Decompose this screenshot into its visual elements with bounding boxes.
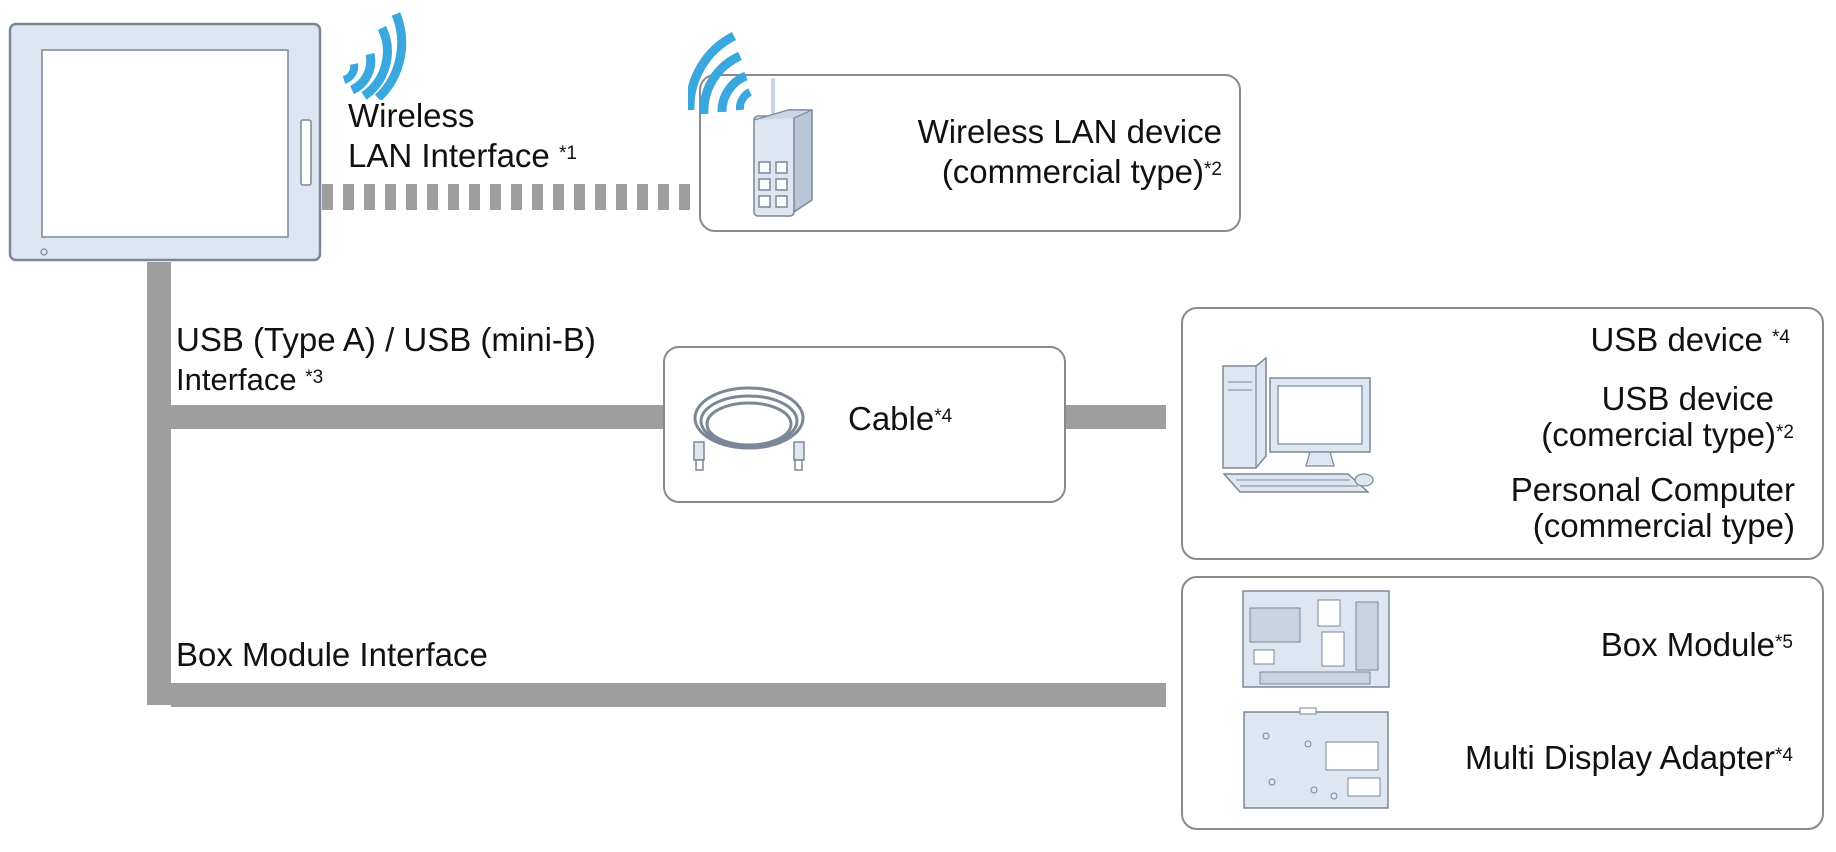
usb-device-commercial-note: *2: [1776, 422, 1794, 443]
box-module-label: Box Module*5: [1380, 625, 1793, 665]
usb-cable-icon: [693, 386, 805, 471]
cable-label: Cable*4: [848, 399, 952, 439]
usb-device-commercial-line1: USB device: [1601, 380, 1774, 417]
trunk-line: [147, 262, 171, 705]
personal-computer-line2: (commercial type): [1532, 507, 1795, 544]
box-branch-line: [171, 683, 1166, 707]
wifi-signal-icon: [342, 12, 407, 100]
box-module-label-text: Box Module: [1600, 626, 1776, 663]
wireless-lan-device-label: Wireless LAN device (commercial type)*2: [850, 112, 1222, 192]
box-module-note: *5: [1775, 632, 1793, 653]
personal-computer-label: Personal Computer (commercial type): [1380, 470, 1795, 546]
multi-display-adapter-label: Multi Display Adapter*4: [1380, 738, 1793, 778]
wireless-lan-device-line1: Wireless LAN device: [917, 113, 1222, 150]
wireless-interface-note: *1: [558, 143, 577, 164]
personal-computer-icon: [1222, 356, 1374, 493]
usb-device-commercial-line2: (comercial type): [1541, 416, 1777, 453]
usb-interface-line1: USB (Type A) / USB (mini-B): [176, 321, 596, 358]
usb-interface-label: USB (Type A) / USB (mini-B) Interface *3: [176, 320, 596, 400]
wireless-interface-line2: LAN Interface: [348, 137, 559, 174]
usb-interface-line2: Interface: [176, 362, 306, 397]
wireless-interface-label: Wireless LAN Interface *1: [348, 96, 577, 176]
cable-note: *4: [934, 406, 953, 427]
multi-display-adapter-note: *4: [1775, 745, 1793, 766]
cable-box: [663, 346, 1066, 503]
usb-device-commercial-label: USB device (comercial type)*2: [1380, 379, 1794, 455]
multi-display-adapter-label-text: Multi Display Adapter: [1465, 739, 1776, 776]
box-module-interface-label: Box Module Interface: [176, 636, 488, 673]
wireless-router-icon: [753, 78, 813, 218]
usb-branch-line: [171, 405, 665, 429]
usb-interface-note: *3: [305, 367, 324, 388]
wireless-lan-device-line2: (commercial type): [941, 153, 1205, 190]
touch-panel-display-icon: [8, 22, 322, 262]
usb-device-note: *4: [1772, 327, 1790, 348]
box-module-board-icon: [1242, 590, 1390, 688]
wireless-lan-device-note: *2: [1204, 159, 1222, 180]
usb-device-label: USB device *4: [1380, 320, 1790, 360]
wireless-interface-line1: Wireless: [348, 97, 475, 134]
cable-label-text: Cable: [848, 400, 935, 437]
usb-cable-to-device-line: [1064, 405, 1166, 429]
usb-device-label-text: USB device: [1590, 321, 1773, 358]
personal-computer-line1: Personal Computer: [1510, 471, 1795, 508]
multi-display-adapter-board-icon: [1243, 707, 1389, 809]
wifi-signal-icon: [688, 31, 753, 115]
